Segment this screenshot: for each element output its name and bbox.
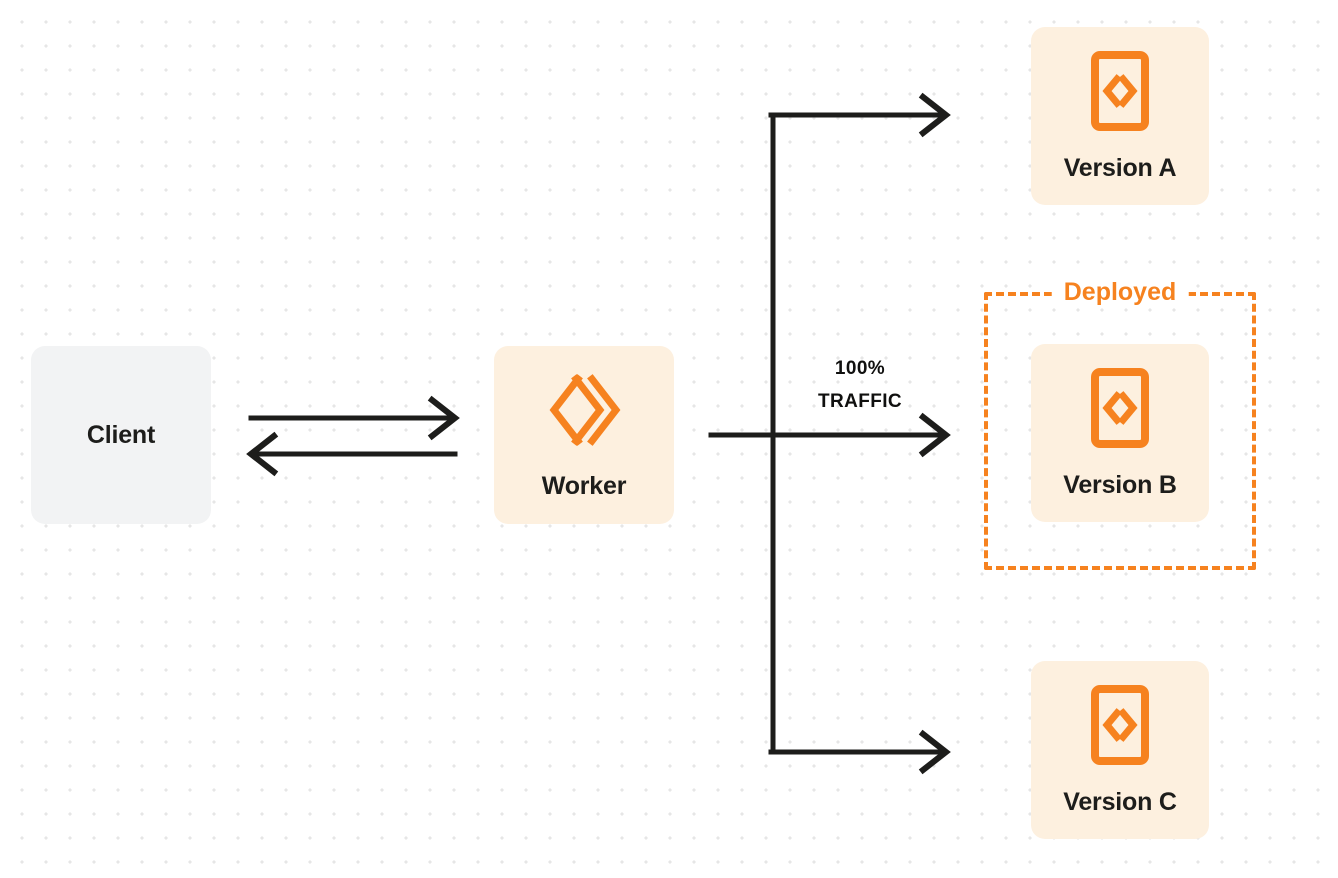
traffic-percent: 100% [834,358,886,379]
connector-worker-trunk [708,112,943,755]
node-version-c-label: Version C [1063,788,1177,816]
node-worker-label: Worker [541,472,627,500]
deployed-group: Deployed [984,280,1256,570]
node-version-a-label: Version A [1063,154,1177,182]
node-version-c[interactable]: Version C [1031,661,1209,839]
node-client[interactable]: Client [31,346,211,524]
connector-worker-to-client [246,431,458,477]
code-file-icon [1091,685,1149,770]
deployed-group-title: Deployed [1051,280,1189,305]
connector-worker-to-version-b [918,412,951,458]
node-client-label: Client [86,420,156,449]
code-file-icon [1091,368,1149,453]
connector-worker-to-version-c [768,729,951,775]
node-version-b[interactable]: Version B [1031,344,1209,522]
connector-client-to-worker [248,395,460,441]
connector-worker-to-version-a [768,92,951,138]
node-version-a[interactable]: Version A [1031,27,1209,205]
node-version-b-label: Version B [1063,471,1177,499]
traffic-caption: TRAFFIC [817,391,903,413]
traffic-label: 100% TRAFFIC [790,352,930,419]
cloudflare-workers-logo-icon [545,371,623,454]
code-file-icon [1091,51,1149,136]
node-worker[interactable]: Worker [494,346,674,524]
